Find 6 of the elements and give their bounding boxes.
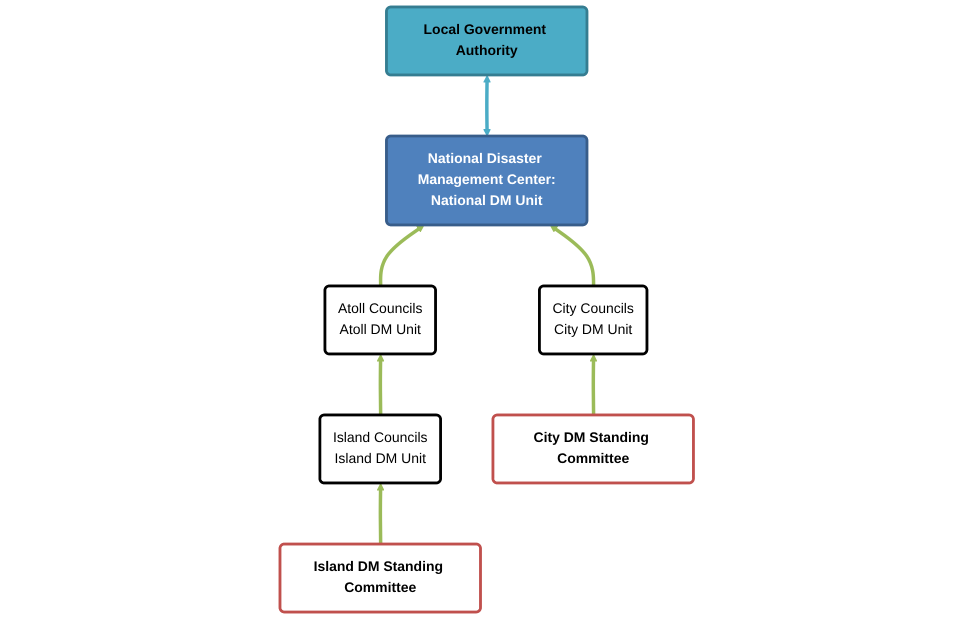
arrow — [376, 483, 384, 544]
arrow — [378, 225, 424, 286]
arrow — [550, 225, 596, 286]
arrow — [376, 354, 384, 416]
arrow — [589, 354, 598, 416]
arrow — [483, 75, 491, 136]
